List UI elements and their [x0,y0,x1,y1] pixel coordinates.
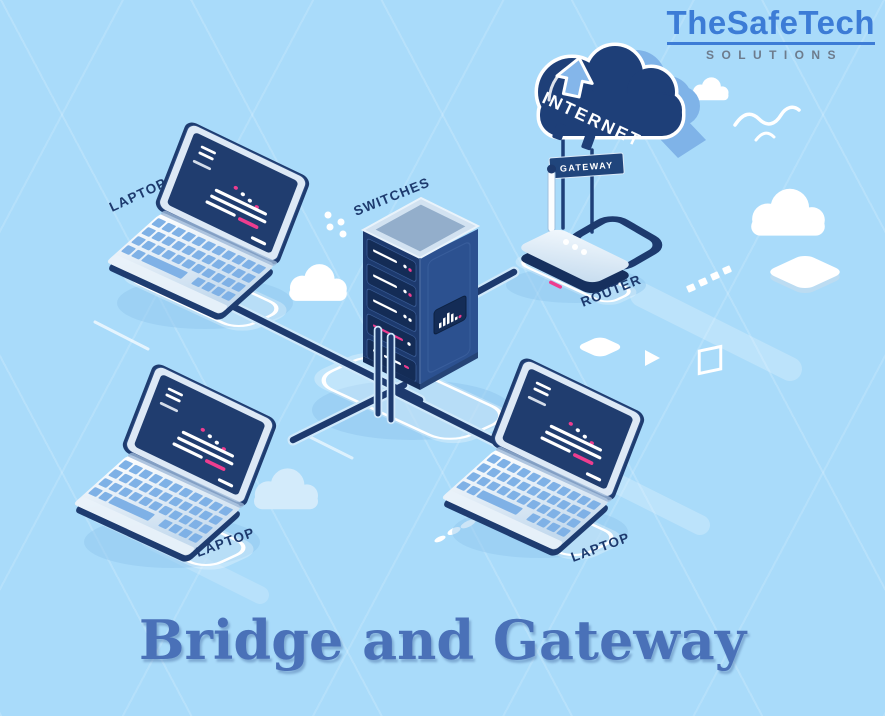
cloud-icon [289,264,347,301]
switch-tower [360,196,481,425]
switch-patch-cables [373,325,396,425]
brand-logo: TheSafeTech SOLUTIONS [666,5,875,62]
cable-connectors [552,122,596,151]
antenna-icon [547,164,556,233]
iso-tile-icon [770,255,840,294]
brand-name: TheSafeTech [666,5,875,45]
cable-laptop2-switch [289,381,408,444]
page-title: Bridge and Gateway [138,608,747,672]
cloud-icon [254,468,318,510]
internet-cloud: INTERNET [534,42,706,158]
diamond-outline-icon [697,344,723,376]
squiggle-icon [733,105,801,142]
cloud-icon [692,77,729,101]
iso-tile-icon [579,337,621,357]
cable-laptop3-switch [394,389,506,449]
router [521,164,663,294]
router-status-light [549,280,563,289]
triangle-icon [645,350,660,366]
router-leds [563,239,587,255]
cloud-body [538,46,682,136]
network-cables [204,138,594,451]
gateway-label: GATEWAY [560,160,614,174]
dots-quad-icon [324,211,347,238]
cloud-icon [751,188,825,236]
router-top [521,229,629,283]
bar-chart-icon [433,295,467,335]
dots-trail-icon [686,265,732,293]
cable-laptop1-switch [206,291,424,404]
up-arrow-icon [555,56,594,99]
gateway-plate: GATEWAY [548,152,625,180]
switch-right-face [420,228,478,384]
brand-tagline: SOLUTIONS [706,47,843,62]
